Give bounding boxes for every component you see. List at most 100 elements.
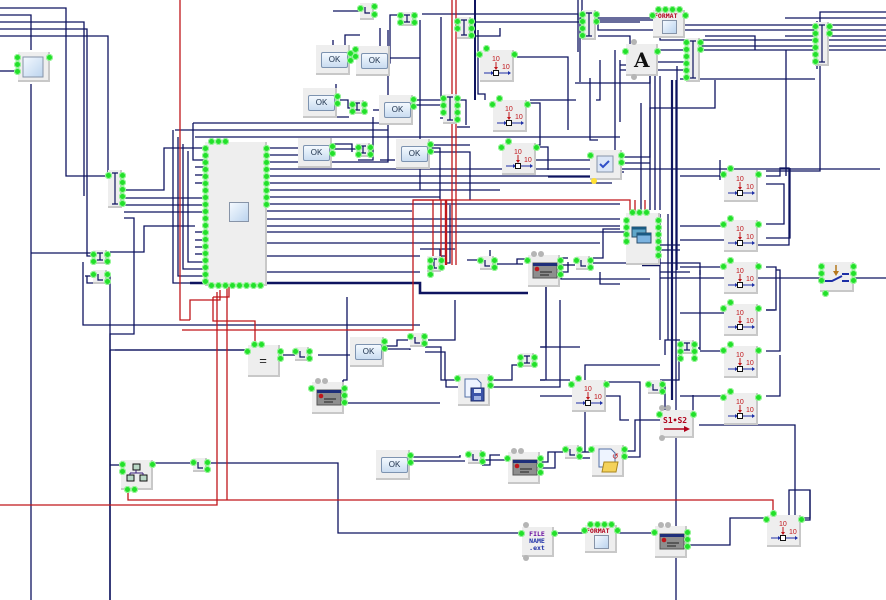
connection-port[interactable] <box>306 355 313 362</box>
connection-port[interactable] <box>263 180 270 187</box>
connection-port[interactable] <box>524 101 531 108</box>
status-port[interactable] <box>591 178 597 184</box>
connection-port[interactable] <box>222 138 229 145</box>
connection-port[interactable] <box>334 100 341 107</box>
connection-port[interactable] <box>850 277 857 284</box>
connection-port[interactable] <box>587 152 594 159</box>
trigger-port[interactable] <box>631 74 637 80</box>
dialog-node[interactable] <box>524 251 564 287</box>
connection-port[interactable] <box>511 51 518 58</box>
connection-port[interactable] <box>727 299 734 306</box>
connection-port[interactable] <box>826 23 833 30</box>
connection-port[interactable] <box>623 231 630 238</box>
wire-132[interactable] <box>766 269 781 352</box>
ok-button-node[interactable]: OK <box>298 138 336 168</box>
connection-port[interactable] <box>104 251 111 258</box>
connection-port[interactable] <box>468 25 475 32</box>
connection-port[interactable] <box>202 236 209 243</box>
wire-20[interactable] <box>182 144 205 270</box>
connection-port[interactable] <box>427 271 434 278</box>
junction-node[interactable] <box>683 38 704 82</box>
connection-port[interactable] <box>421 340 428 347</box>
wire-70[interactable] <box>426 151 471 200</box>
connection-port[interactable] <box>14 54 21 61</box>
connection-port[interactable] <box>798 516 805 523</box>
connection-port[interactable] <box>454 375 461 382</box>
wire-90[interactable] <box>596 60 601 101</box>
connection-port[interactable] <box>812 58 819 65</box>
connection-port[interactable] <box>755 394 762 401</box>
trigger-port[interactable] <box>523 522 529 528</box>
connection-port[interactable] <box>727 215 734 222</box>
connection-port[interactable] <box>250 282 257 289</box>
connection-port[interactable] <box>131 486 138 493</box>
connection-port[interactable] <box>190 459 197 466</box>
wire-172[interactable] <box>425 346 460 381</box>
connection-port[interactable] <box>427 257 434 264</box>
connection-port[interactable] <box>202 201 209 208</box>
connection-port[interactable] <box>557 257 564 264</box>
trigger-port[interactable] <box>658 522 664 528</box>
wire-15[interactable] <box>109 217 135 600</box>
wire-188[interactable] <box>540 452 556 469</box>
connection-port[interactable] <box>202 229 209 236</box>
connection-port[interactable] <box>587 264 594 271</box>
connection-port[interactable] <box>691 355 698 362</box>
wire-75[interactable] <box>477 30 486 100</box>
wire-22[interactable] <box>192 123 205 161</box>
junction-node[interactable] <box>562 445 583 460</box>
connection-port[interactable] <box>603 381 610 388</box>
string-compare-node[interactable]: S1•S2 <box>656 405 697 441</box>
connection-port[interactable] <box>361 108 368 115</box>
connection-port[interactable] <box>355 144 362 151</box>
connection-port[interactable] <box>576 446 583 453</box>
wire-173[interactable] <box>425 351 446 380</box>
connection-port[interactable] <box>818 277 825 284</box>
wire-66[interactable] <box>330 143 353 152</box>
connection-port[interactable] <box>407 452 414 459</box>
connection-port[interactable] <box>202 194 209 201</box>
connection-port[interactable] <box>104 278 111 285</box>
connection-port[interactable] <box>440 109 447 116</box>
junction-node[interactable] <box>292 347 313 362</box>
connection-port[interactable] <box>720 263 727 270</box>
connection-port[interactable] <box>720 305 727 312</box>
connection-port[interactable] <box>812 23 819 30</box>
open-file-node[interactable]: ↺ <box>588 445 628 477</box>
connection-port[interactable] <box>643 209 650 216</box>
connection-port[interactable] <box>655 238 662 245</box>
connection-port[interactable] <box>720 171 727 178</box>
connection-port[interactable] <box>229 282 236 289</box>
connection-port[interactable] <box>727 257 734 264</box>
junction-node[interactable] <box>90 250 111 265</box>
form-node[interactable] <box>14 52 53 82</box>
connection-port[interactable] <box>427 264 434 271</box>
connection-port[interactable] <box>329 150 336 157</box>
connection-port[interactable] <box>454 116 461 123</box>
connection-port[interactable] <box>202 243 209 250</box>
main-form-node[interactable] <box>202 138 270 289</box>
ok-button[interactable]: OK <box>355 344 382 360</box>
wire-176[interactable] <box>488 364 520 381</box>
connection-port[interactable] <box>257 282 264 289</box>
connection-port[interactable] <box>222 282 229 289</box>
connection-port[interactable] <box>557 264 564 271</box>
connection-port[interactable] <box>454 18 461 25</box>
connection-port[interactable] <box>579 32 586 39</box>
connection-port[interactable] <box>504 455 511 462</box>
connection-port[interactable] <box>244 348 251 355</box>
dialog-node[interactable] <box>504 448 544 484</box>
connection-port[interactable] <box>341 385 348 392</box>
connection-port[interactable] <box>636 209 643 216</box>
save-file-node[interactable] <box>454 374 494 406</box>
wire-155[interactable] <box>599 272 620 285</box>
connection-port[interactable] <box>822 290 829 297</box>
wire-149[interactable] <box>516 258 527 264</box>
connection-port[interactable] <box>90 258 97 265</box>
junction-node[interactable] <box>579 10 600 40</box>
